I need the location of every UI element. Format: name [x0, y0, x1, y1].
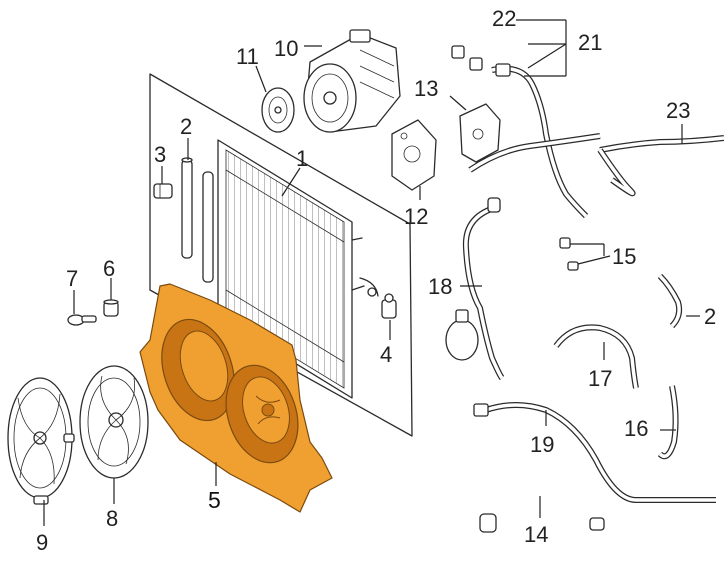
hose-21-part[interactable]	[468, 65, 601, 219]
screw-part[interactable]	[67, 314, 97, 326]
callout-18: 18	[428, 274, 452, 299]
hose-18-part[interactable]	[445, 197, 505, 381]
callout-1: 1	[296, 146, 308, 171]
callout-20: 2	[704, 304, 716, 329]
fan-blade-part[interactable]	[79, 365, 149, 479]
hose-17-part[interactable]	[553, 324, 639, 389]
mount-plate-part[interactable]	[391, 119, 437, 191]
callout-2: 2	[180, 114, 192, 139]
callout-8: 8	[106, 506, 118, 531]
hose-20-part[interactable]	[657, 273, 683, 329]
callout-10: 10	[274, 36, 298, 61]
compressor-bracket-part[interactable]	[459, 103, 501, 163]
compressor-part[interactable]	[303, 29, 401, 133]
condenser-drier-tube	[202, 171, 214, 283]
callout-17: 17	[588, 366, 612, 391]
leader-lines	[43, 19, 700, 526]
callout-12: 12	[404, 204, 428, 229]
callout-4: 4	[380, 342, 392, 367]
callout-3: 3	[154, 142, 166, 167]
callout-9: 9	[36, 530, 48, 555]
hose-14-part[interactable]	[479, 490, 605, 533]
callout-7: 7	[66, 266, 78, 291]
callouts: 1 2 3 4 5 6 7 8 9 10 11 12 13 14 15 16 1…	[36, 6, 716, 555]
callout-5: 5	[208, 487, 221, 513]
callout-21: 21	[578, 30, 602, 55]
fan-motor-part[interactable]	[7, 377, 75, 505]
grommet-part[interactable]	[103, 299, 119, 317]
pressure-switch-part[interactable]	[381, 293, 397, 319]
callout-22: 22	[492, 6, 516, 31]
hose-19-part[interactable]	[473, 402, 716, 504]
drier-part[interactable]	[181, 157, 193, 259]
callout-11: 11	[236, 44, 259, 69]
fitting-22-part[interactable]	[451, 45, 511, 77]
callout-13: 13	[414, 76, 438, 101]
callout-15: 15	[612, 244, 636, 269]
callout-6: 6	[103, 256, 115, 281]
callout-16: 16	[624, 416, 648, 441]
callout-14: 14	[524, 522, 548, 547]
fan-shroud-part[interactable]	[139, 283, 333, 513]
hose-16-part[interactable]	[657, 385, 679, 460]
callout-19: 19	[530, 432, 554, 457]
hose-23-part[interactable]	[597, 135, 724, 197]
valve-cap-part[interactable]	[559, 237, 579, 271]
clutch-pulley-part[interactable]	[261, 87, 295, 133]
assembly-frame	[149, 73, 413, 437]
callout-23: 23	[666, 98, 690, 123]
bracket-part[interactable]	[153, 183, 173, 199]
